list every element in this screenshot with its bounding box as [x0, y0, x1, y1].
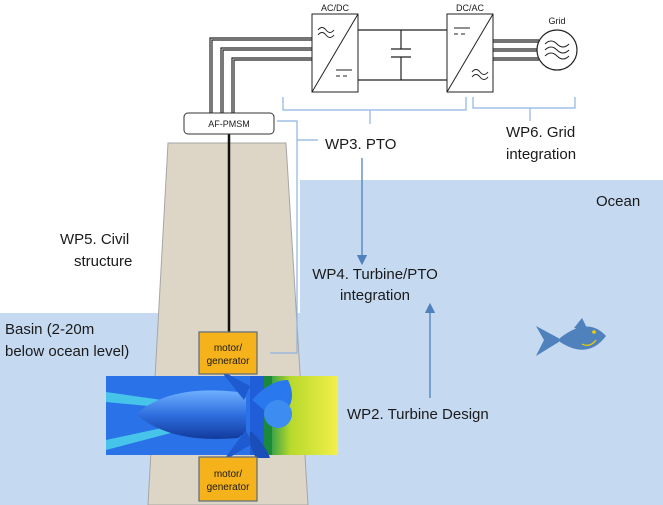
- dc-symbol-icon: [454, 27, 470, 35]
- motor-generator-top-line2: generator: [207, 356, 250, 367]
- ac-wave-icon: [471, 69, 489, 80]
- motor-generator-top: [198, 331, 258, 375]
- af-pmsm-box: [183, 112, 275, 135]
- dcac-diagonal: [446, 13, 494, 93]
- ocean-label: Ocean: [596, 193, 640, 210]
- wp6-label-line2: integration: [506, 146, 576, 163]
- dc-link-capacitor-icon: [391, 48, 411, 58]
- grid-cables: [493, 39, 539, 61]
- grid-label: Grid: [548, 16, 565, 26]
- grid-wave-icon: [544, 40, 570, 60]
- wp5-label-line2: structure: [74, 253, 132, 270]
- basin-label-line2: below ocean level): [5, 343, 129, 360]
- ac-wave-icon: [317, 27, 335, 38]
- wp2-label: WP2. Turbine Design: [347, 406, 489, 423]
- basin-label-line1: Basin (2-20m: [5, 321, 94, 338]
- wp3-bracket: [282, 97, 467, 124]
- motor-generator-bottom-line2: generator: [207, 482, 250, 493]
- wp3-label: WP3. PTO: [325, 136, 396, 153]
- generator-cables: [209, 37, 312, 113]
- wp4-label-line1: WP4. Turbine/PTO: [312, 266, 438, 283]
- motor-generator-bottom-line1: motor/: [214, 469, 243, 480]
- wp6-bracket: [472, 97, 576, 121]
- acdc-diagonal: [311, 13, 359, 93]
- dc-symbol-icon: [336, 69, 352, 77]
- af-pmsm-label: AF-PMSM: [208, 119, 250, 129]
- motor-generator-top-line1: motor/: [214, 343, 243, 354]
- acdc-label: AC/DC: [321, 3, 350, 13]
- pto-connector-line: [270, 120, 318, 354]
- dc-link: [358, 29, 447, 81]
- fish-icon: [536, 318, 606, 356]
- wp6-label-line1: WP6. Grid: [506, 124, 575, 141]
- dcac-label: DC/AC: [456, 3, 485, 13]
- ocean-water: [300, 180, 663, 505]
- wp5-label-line1: WP5. Civil: [60, 231, 129, 248]
- motor-generator-bottom: [198, 456, 258, 502]
- turbine-cfd-image: [106, 370, 338, 462]
- wp4-label-line2: integration: [340, 287, 410, 304]
